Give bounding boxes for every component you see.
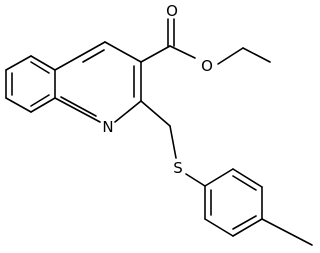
bond — [204, 218, 234, 237]
ester-group — [140, 18, 271, 65]
sulfur-label: S — [173, 159, 183, 177]
bond — [140, 45, 171, 63]
bond — [217, 47, 244, 65]
bond — [30, 94, 50, 107]
bond — [232, 175, 257, 191]
bond — [114, 100, 142, 123]
ester-oxygen-label: O — [201, 57, 213, 75]
benzo-ring — [5, 55, 56, 113]
bond — [204, 168, 234, 187]
tolyl-ring — [204, 168, 313, 246]
bond — [54, 55, 81, 71]
bond — [232, 215, 257, 230]
bond — [232, 168, 263, 188]
bond — [169, 45, 196, 59]
bond — [5, 55, 32, 71]
bond — [242, 47, 271, 63]
bond — [169, 125, 177, 159]
bond — [30, 97, 56, 113]
thioether-linker — [140, 100, 206, 187]
bond — [60, 96, 97, 117]
carbonyl-oxygen-label: O — [166, 2, 178, 20]
bond — [30, 55, 56, 71]
nitrogen-label: N — [102, 118, 113, 136]
pyridine-ring — [54, 41, 142, 123]
bond — [261, 218, 313, 246]
bond — [82, 49, 105, 63]
bond — [185, 173, 206, 187]
bond — [140, 100, 171, 127]
bond — [104, 41, 142, 63]
bond — [30, 61, 50, 74]
bond — [5, 97, 32, 113]
bond — [79, 41, 106, 57]
bond — [232, 218, 263, 237]
bond — [54, 97, 101, 123]
